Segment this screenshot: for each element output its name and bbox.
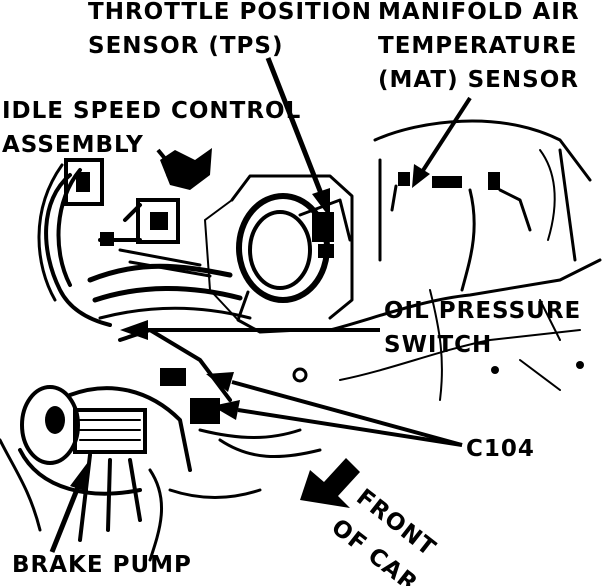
brake-leader-line bbox=[52, 482, 80, 552]
brake-label: BRAKE PUMP bbox=[12, 552, 192, 578]
mat-label-line1: MANIFOLD AIR bbox=[378, 0, 580, 25]
brake-arrowhead bbox=[70, 462, 88, 492]
mat-arrowhead bbox=[412, 164, 430, 188]
oil-pressure-switch bbox=[120, 330, 320, 457]
mat-sensor bbox=[375, 121, 590, 290]
isc-label-line2: ASSEMBLY bbox=[2, 132, 144, 158]
c104-label: C104 bbox=[466, 436, 535, 462]
isc-label-line1: IDLE SPEED CONTROL bbox=[2, 98, 301, 124]
oil-label-line1: OIL PRESSURE bbox=[384, 298, 581, 324]
mat-label-line2: TEMPERATURE bbox=[378, 33, 577, 59]
mat-leader-line bbox=[422, 98, 470, 172]
idle-speed-control bbox=[100, 148, 212, 246]
engine-line-art bbox=[0, 121, 600, 560]
labels: THROTTLE POSITION SENSOR (TPS) MANIFOLD … bbox=[2, 0, 581, 586]
tps-label-line1: THROTTLE POSITION bbox=[88, 0, 372, 25]
front-of-car-arrow bbox=[300, 458, 360, 508]
oil-label-line2: SWITCH bbox=[384, 332, 492, 358]
tps-label-line2: SENSOR (TPS) bbox=[88, 33, 284, 59]
mat-label-line3: (MAT) SENSOR bbox=[378, 67, 579, 93]
brake-pump bbox=[0, 387, 260, 560]
